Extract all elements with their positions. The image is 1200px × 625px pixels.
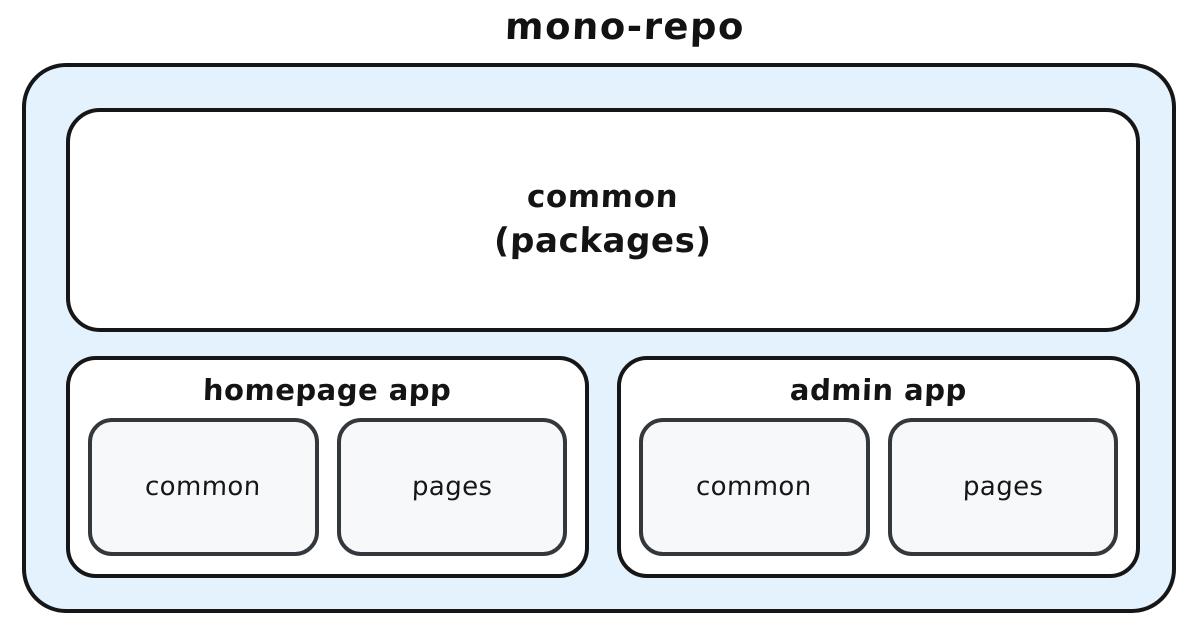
apps-row: homepage app common pages admin app comm… xyxy=(66,356,1140,578)
admin-app-module-pages: pages xyxy=(887,417,1118,556)
common-packages-name: common xyxy=(526,178,680,215)
common-packages-qualifier: (packages) xyxy=(493,220,713,261)
mono-repo-container: common (packages) homepage app common pa… xyxy=(22,63,1176,613)
admin-app-box: admin app common pages xyxy=(617,356,1140,578)
admin-app-module-row: common pages xyxy=(621,417,1136,574)
homepage-app-module-row: common pages xyxy=(70,417,585,574)
admin-app-module-common-label: common xyxy=(695,471,813,502)
homepage-app-module-common-label: common xyxy=(144,471,262,502)
common-packages-panel: common (packages) xyxy=(66,108,1140,332)
admin-app-module-pages-label: pages xyxy=(961,471,1044,502)
homepage-app-title: homepage app xyxy=(202,373,453,407)
homepage-app-module-pages: pages xyxy=(336,417,567,556)
homepage-app-module-common: common xyxy=(88,417,319,556)
diagram-title: mono-repo xyxy=(504,5,746,48)
homepage-app-module-pages-label: pages xyxy=(410,471,493,502)
admin-app-module-common: common xyxy=(639,417,870,556)
homepage-app-box: homepage app common pages xyxy=(66,356,589,578)
admin-app-title: admin app xyxy=(789,373,968,407)
